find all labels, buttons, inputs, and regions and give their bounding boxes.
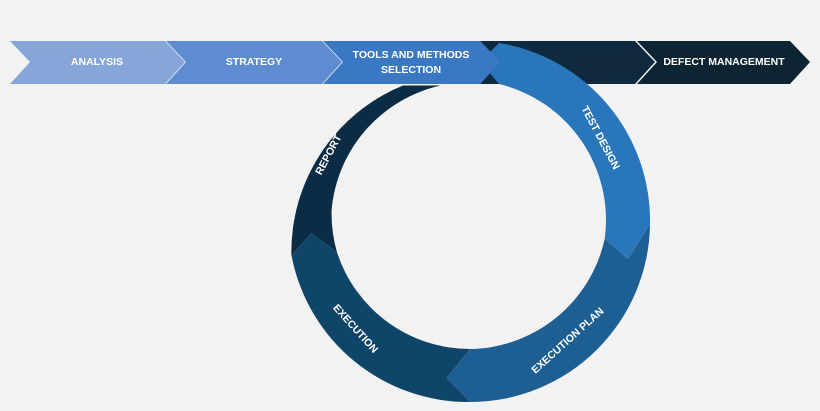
top-step-strategy: STRATEGY	[166, 41, 342, 84]
top-step-tools-and-methods-label-line-2: SELECTION	[381, 64, 441, 76]
top-step-analysis-shape	[10, 41, 185, 84]
top-step-defect-management-shape	[637, 41, 810, 84]
top-step-strategy-shape	[166, 41, 342, 84]
cycle-step-report: REPORT	[291, 85, 441, 256]
top-step-analysis: ANALYSIS	[10, 41, 185, 84]
top-step-analysis-label: ANALYSIS	[71, 56, 123, 68]
cycle-step-execution: EXECUTION	[291, 233, 470, 403]
cycle-step-test-design-shape	[480, 43, 651, 259]
cycle-step-execution-shape	[291, 233, 470, 403]
top-step-defect-management: DEFECT MANAGEMENT	[637, 41, 810, 84]
top-step-tools-and-methods-shape	[323, 41, 500, 84]
top-step-tools-and-methods: TOOLS AND METHODS SELECTION	[323, 41, 500, 84]
top-step-tools-and-methods-label-line-1: TOOLS AND METHODS	[353, 49, 470, 61]
top-step-strategy-label: STRATEGY	[226, 56, 282, 68]
cycle-step-execution-plan-shape	[446, 224, 650, 402]
top-step-defect-management-label: DEFECT MANAGEMENT	[663, 56, 785, 68]
cycle-step-report-shape	[291, 85, 441, 256]
